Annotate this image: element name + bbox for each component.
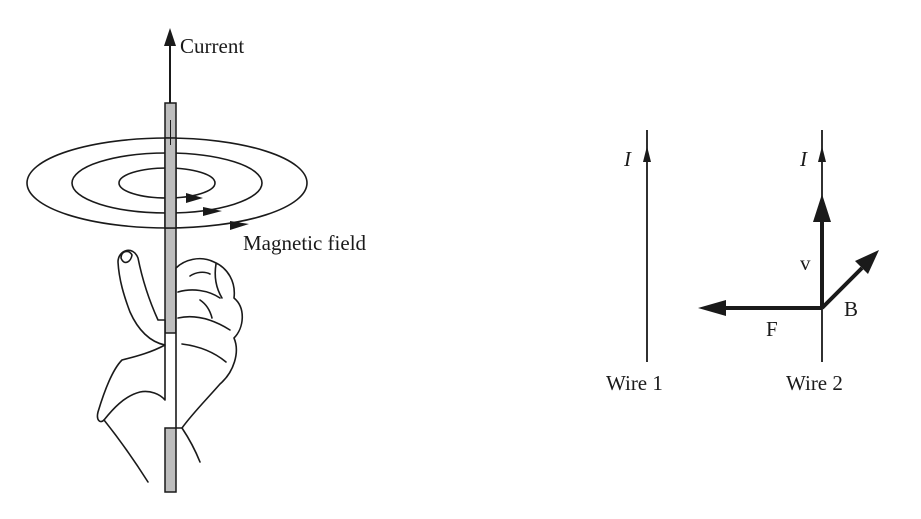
field-vector bbox=[820, 250, 879, 310]
current-arrow bbox=[164, 28, 176, 103]
field-arrow-inner bbox=[186, 193, 203, 203]
wire-2-current-arrow bbox=[818, 146, 826, 162]
wire-1-current-label: I bbox=[623, 147, 632, 171]
parallel-wires-diagram: I Wire 1 I Wire 2 v F B bbox=[606, 130, 879, 395]
wire-1 bbox=[643, 130, 651, 362]
field-arrow-outer bbox=[230, 221, 249, 230]
wire-2-label: Wire 2 bbox=[786, 371, 843, 395]
current-label: Current bbox=[180, 34, 244, 58]
field-direction-arrows bbox=[186, 193, 249, 230]
wire-front bbox=[164, 137, 177, 229]
hand-icon bbox=[96, 249, 244, 483]
wire-1-label: Wire 1 bbox=[606, 371, 663, 395]
right-hand-rule-illustration: Current Magnetic field bbox=[26, 28, 367, 493]
wire-lower bbox=[164, 427, 177, 493]
force-vector bbox=[698, 300, 822, 316]
field-label: B bbox=[844, 297, 858, 321]
wire-1-current-arrow bbox=[643, 146, 651, 162]
magnetic-field-label: Magnetic field bbox=[243, 231, 367, 255]
velocity-vector bbox=[813, 194, 831, 308]
velocity-label: v bbox=[800, 251, 811, 275]
force-label: F bbox=[766, 317, 778, 341]
wire-2-current-label: I bbox=[799, 147, 808, 171]
field-arrow-middle bbox=[203, 207, 222, 216]
